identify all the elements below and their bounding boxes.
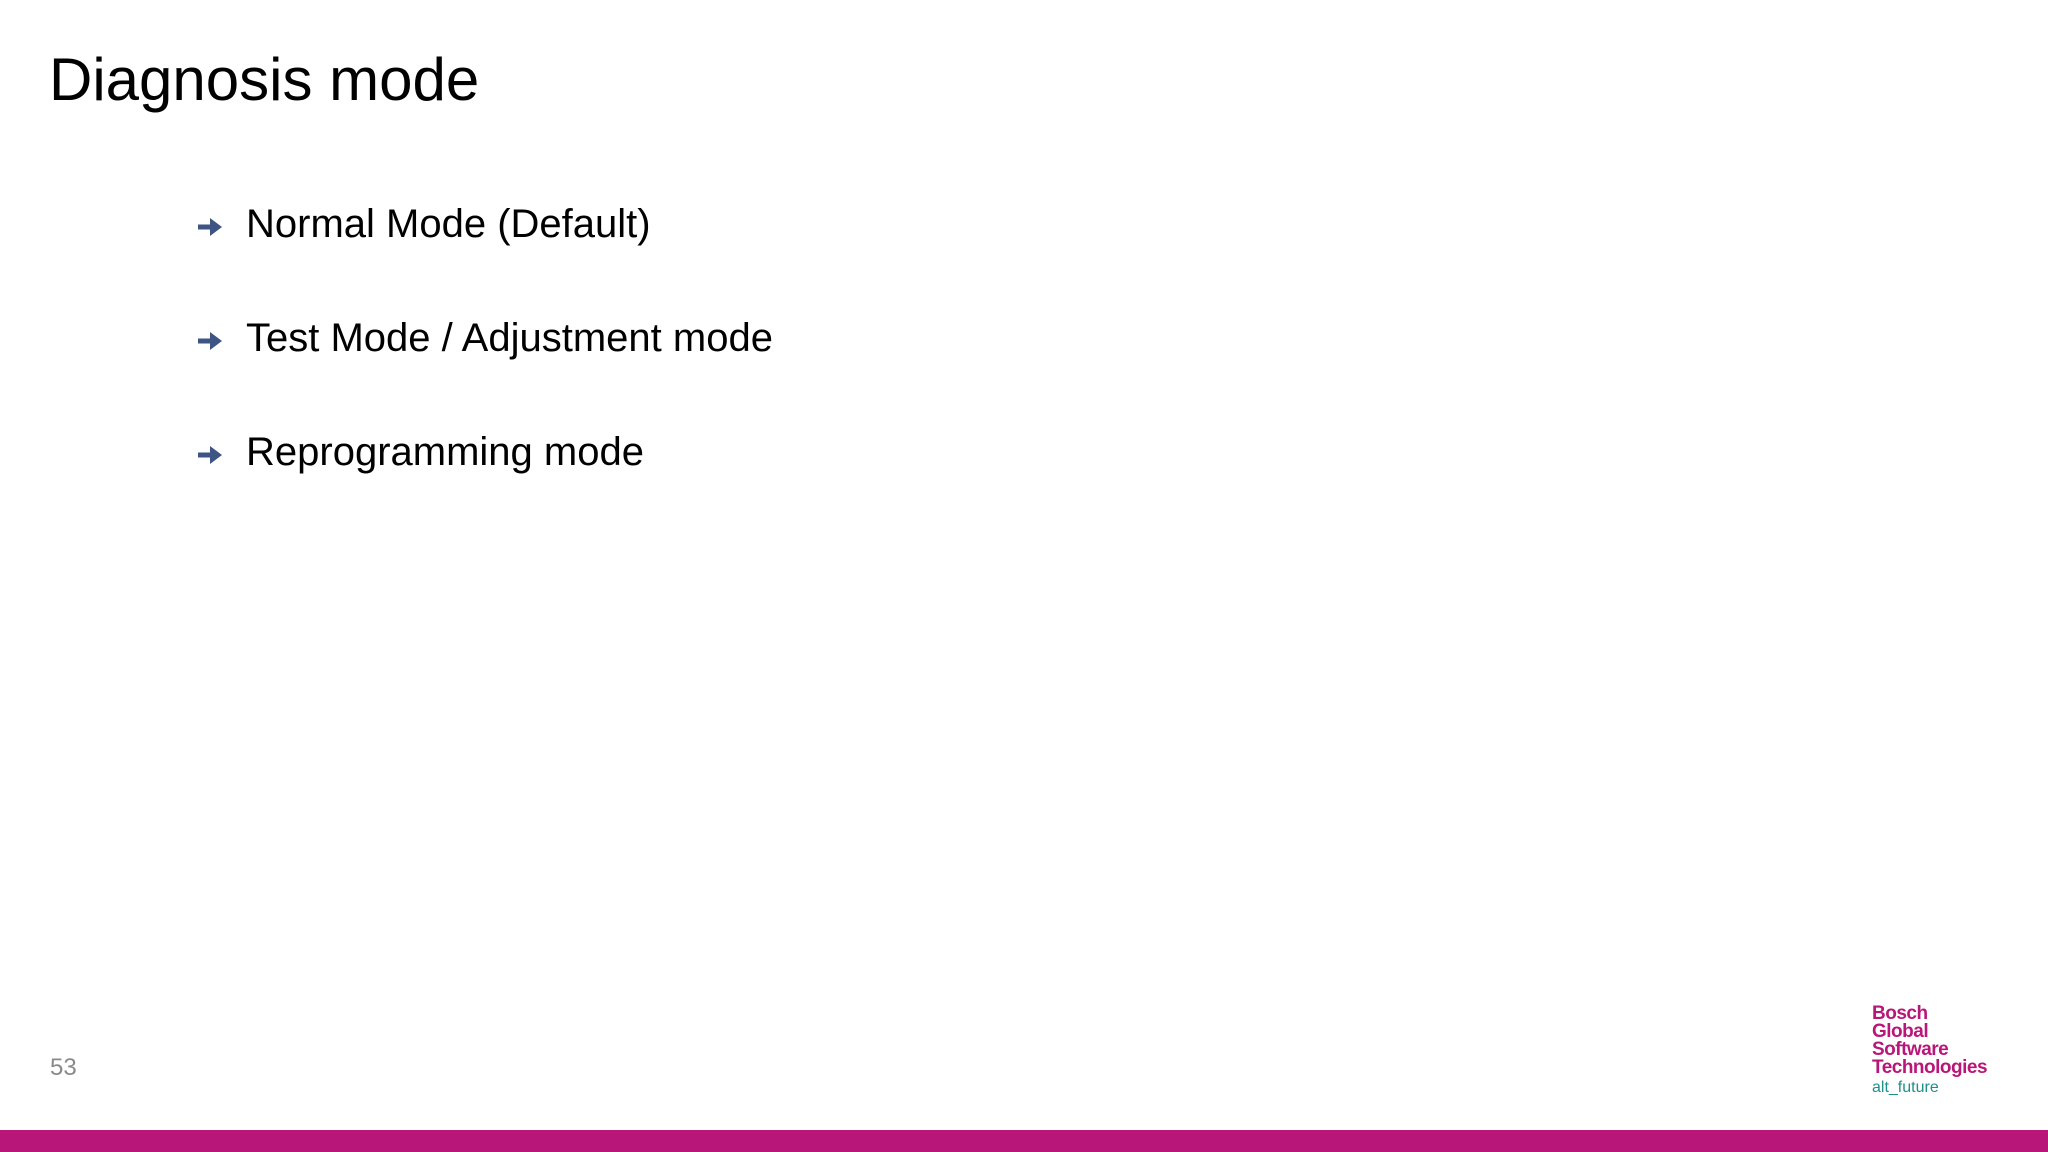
arrow-right-icon-graphic [198, 332, 222, 350]
list-item: Normal Mode (Default) [196, 196, 773, 252]
bullet-text: Normal Mode (Default) [246, 202, 651, 246]
logo-line: Bosch [1872, 1003, 1928, 1024]
list-item: Test Mode / Adjustment mode [196, 310, 773, 366]
company-logo: Bosch Global Software Technologies alt_f… [1872, 1003, 1988, 1098]
logo-tagline: alt_future [1872, 1079, 1939, 1096]
bullet-text: Reprogramming mode [246, 430, 644, 474]
arrow-right-icon [196, 437, 246, 467]
logo-line: Software [1872, 1039, 1949, 1060]
page-number: 53 [50, 1054, 77, 1081]
bullet-list: Normal Mode (Default) Test Mode / Adjust… [196, 196, 773, 538]
bottom-accent-bar [0, 1130, 2048, 1152]
list-item: Reprogramming mode [196, 424, 773, 480]
arrow-right-icon-graphic [198, 218, 222, 236]
bullet-text: Test Mode / Adjustment mode [246, 316, 773, 360]
logo-line: Technologies [1872, 1057, 1988, 1078]
arrow-right-icon [196, 209, 246, 239]
arrow-right-icon [196, 323, 246, 353]
arrow-right-icon-graphic [198, 446, 222, 464]
logo-line: Global [1872, 1021, 1929, 1042]
slide-title: Diagnosis mode [49, 46, 480, 113]
